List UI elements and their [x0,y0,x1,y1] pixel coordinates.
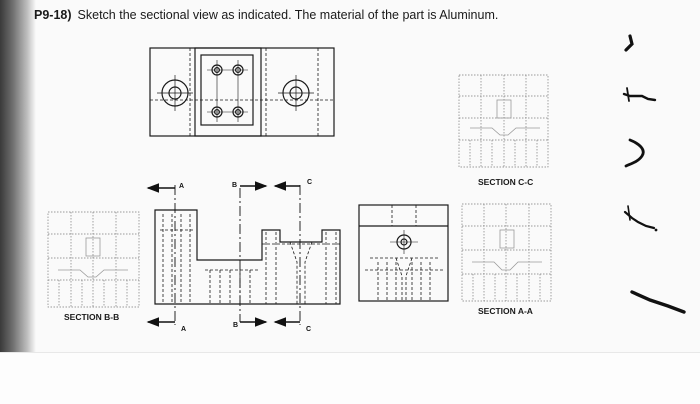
top-view-pocket [200,54,254,126]
cutting-plane-lines [174,185,301,325]
cutting-plane-label-b-bottom: B [233,322,238,329]
cutting-plane-label-c-top: C [307,179,312,186]
section-c-c-label: SECTION C-C [478,177,534,187]
handwritten-marks [622,34,686,314]
section-a-a-faint-outline [472,229,542,271]
top-left-counterbore-icon [157,75,193,111]
top-right-counterbore-icon [278,75,314,111]
scan-blank-margin [0,352,700,404]
problem-text: Sketch the sectional view as indicated. … [77,8,499,22]
cutting-plane-label-b-top: B [232,182,237,189]
section-b-b-grid [47,211,140,308]
front-view-outline [154,209,341,305]
side-view-outline [358,204,449,302]
cutting-plane-arrows [146,181,300,327]
front-view [154,209,341,305]
side-view [358,204,449,302]
top-view-outline [149,47,335,137]
section-a-a-grid [461,203,552,302]
cutting-plane-label-c-bottom: C [306,326,311,333]
section-c-c-grid [458,74,549,168]
cutting-plane-label-a-top: A [179,183,184,190]
side-view-hole-icon [390,230,418,254]
section-b-b-label: SECTION B-B [64,312,120,322]
section-c-c-faint-outline [470,99,540,136]
problem-number: P9-18) [34,8,72,22]
pocket-holes-icon [207,60,248,122]
top-view-center-block [194,47,262,137]
cutting-plane-label-a-bottom: A [181,326,186,333]
problem-statement: P9-18) Sketch the sectional view as indic… [34,8,634,22]
section-b-b-faint-outline [58,237,128,278]
top-view [149,47,335,137]
scan-binding-shadow [0,0,36,352]
section-a-a-label: SECTION A-A [478,306,533,316]
